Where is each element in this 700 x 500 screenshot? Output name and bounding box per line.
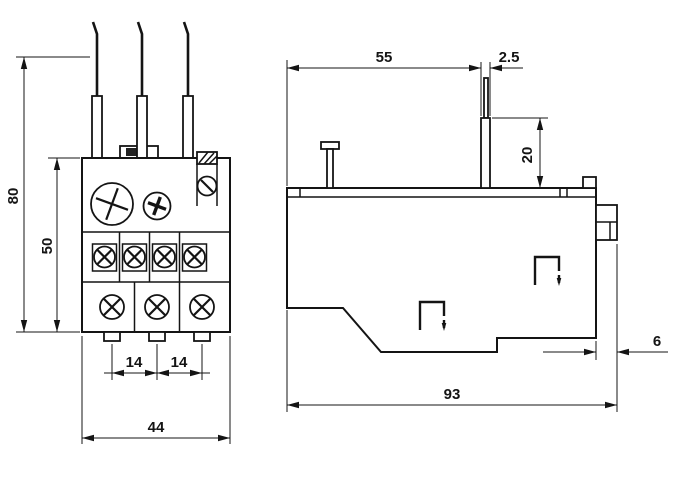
terminal-screw	[144, 294, 170, 320]
front-view	[81, 21, 231, 342]
terminal-screw	[123, 245, 146, 269]
pin-base-1	[91, 95, 103, 159]
foot-2	[148, 331, 166, 342]
pin-base-3	[182, 95, 194, 159]
pin-base-2	[136, 95, 148, 159]
wire-2	[136, 21, 144, 96]
dim-clip-offset: 6	[653, 333, 661, 350]
terminal-row-lower	[99, 282, 215, 332]
dim-body-height: 50	[39, 238, 56, 255]
top-tab	[582, 176, 597, 189]
terminal-screw	[183, 245, 206, 269]
foot-3	[193, 331, 211, 342]
test-button-symbol	[533, 255, 562, 286]
dim-pin-length: 20	[519, 147, 536, 164]
wire-3	[182, 21, 190, 96]
dim-total-depth: 93	[444, 386, 461, 403]
foot-1	[103, 331, 121, 342]
selector-window	[126, 148, 142, 156]
reset-screw	[142, 191, 172, 221]
din-rail-clip	[595, 204, 618, 241]
front-view-dimensions: 80 50 14 14 44	[5, 56, 231, 444]
dim-terminal-pitch-1: 14	[126, 354, 143, 371]
reset-button-symbol	[418, 300, 447, 331]
wire-1	[91, 21, 99, 96]
terminal-screw	[189, 294, 215, 320]
terminal-screw	[153, 245, 176, 269]
relay-body-side	[286, 187, 597, 353]
dim-top-depth: 55	[376, 49, 393, 66]
connection-pin-side	[480, 77, 491, 189]
side-view	[286, 77, 618, 353]
terminal-screw	[93, 245, 116, 269]
terminal-row-upper	[91, 232, 208, 282]
dim-width: 44	[148, 419, 165, 436]
adjustment-dial-screw	[90, 182, 134, 226]
terminal-screw	[99, 294, 125, 320]
dim-pin-thickness: 2.5	[499, 49, 520, 66]
dim-terminal-pitch-2: 14	[171, 354, 188, 371]
test-pin-side	[320, 141, 340, 189]
dim-total-height: 80	[5, 188, 22, 205]
side-view-dimensions: 55 2.5 20 93 6	[286, 49, 668, 412]
test-clip	[196, 151, 218, 206]
